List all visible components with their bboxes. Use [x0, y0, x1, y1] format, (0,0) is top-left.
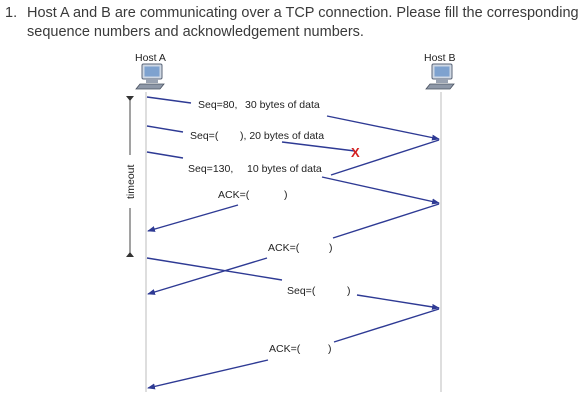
segment-3-seq-label: Seq=130, — [188, 163, 233, 175]
ack-1-arrow — [330, 139, 440, 176]
ack-1-label-close: ) — [284, 189, 288, 201]
segment-4-seq-label-close: ) — [347, 285, 351, 297]
segment-3-data-label: 10 bytes of data — [247, 163, 322, 175]
host-a-label: Host A — [135, 52, 166, 64]
question-text: Host A and B are communicating over a TC… — [27, 5, 579, 40]
segment-2-arrow-tail — [281, 141, 356, 152]
ack-2-arrow — [332, 203, 440, 239]
segment-4-arrow — [146, 257, 283, 281]
segment-1-arrow-tail — [326, 115, 440, 141]
ack-3-arrow — [333, 308, 440, 343]
timeout-interval: timeout — [125, 96, 137, 257]
ack-2-label-close: ) — [329, 242, 333, 254]
segment-2-data-label: ), 20 bytes of data — [240, 130, 324, 142]
segment-4-seq-label-open: Seq=( — [287, 285, 316, 297]
ack-3-label-open: ACK=( — [269, 343, 301, 355]
segment-3-arrow-tail — [321, 176, 440, 205]
ack-2-label-open: ACK=( — [268, 242, 300, 254]
loss-marker: X — [351, 145, 360, 160]
segment-2-seq-label: Seq=( — [190, 130, 219, 142]
computer-icon — [135, 63, 165, 90]
question-number: 1. — [5, 5, 18, 21]
segment-1-data-label: 30 bytes of data — [245, 99, 320, 111]
segment-3-arrow — [146, 151, 184, 159]
ack-3-arrow-tail — [147, 359, 269, 390]
segment-2-arrow — [146, 125, 184, 133]
segment-arrows — [146, 96, 440, 390]
computer-icon — [425, 63, 455, 90]
timeout-label: timeout — [125, 164, 137, 199]
ack-3-label-close: ) — [328, 343, 332, 355]
host-b-label: Host B — [424, 52, 456, 64]
segment-1-seq-label: Seq=80, — [198, 99, 237, 111]
segment-1-arrow — [146, 96, 192, 104]
ack-1-arrow-tail — [147, 204, 239, 232]
segment-4-arrow-tail — [356, 294, 440, 310]
ack-1-label-open: ACK=( — [218, 189, 250, 201]
ack-2-arrow-tail — [147, 257, 268, 295]
